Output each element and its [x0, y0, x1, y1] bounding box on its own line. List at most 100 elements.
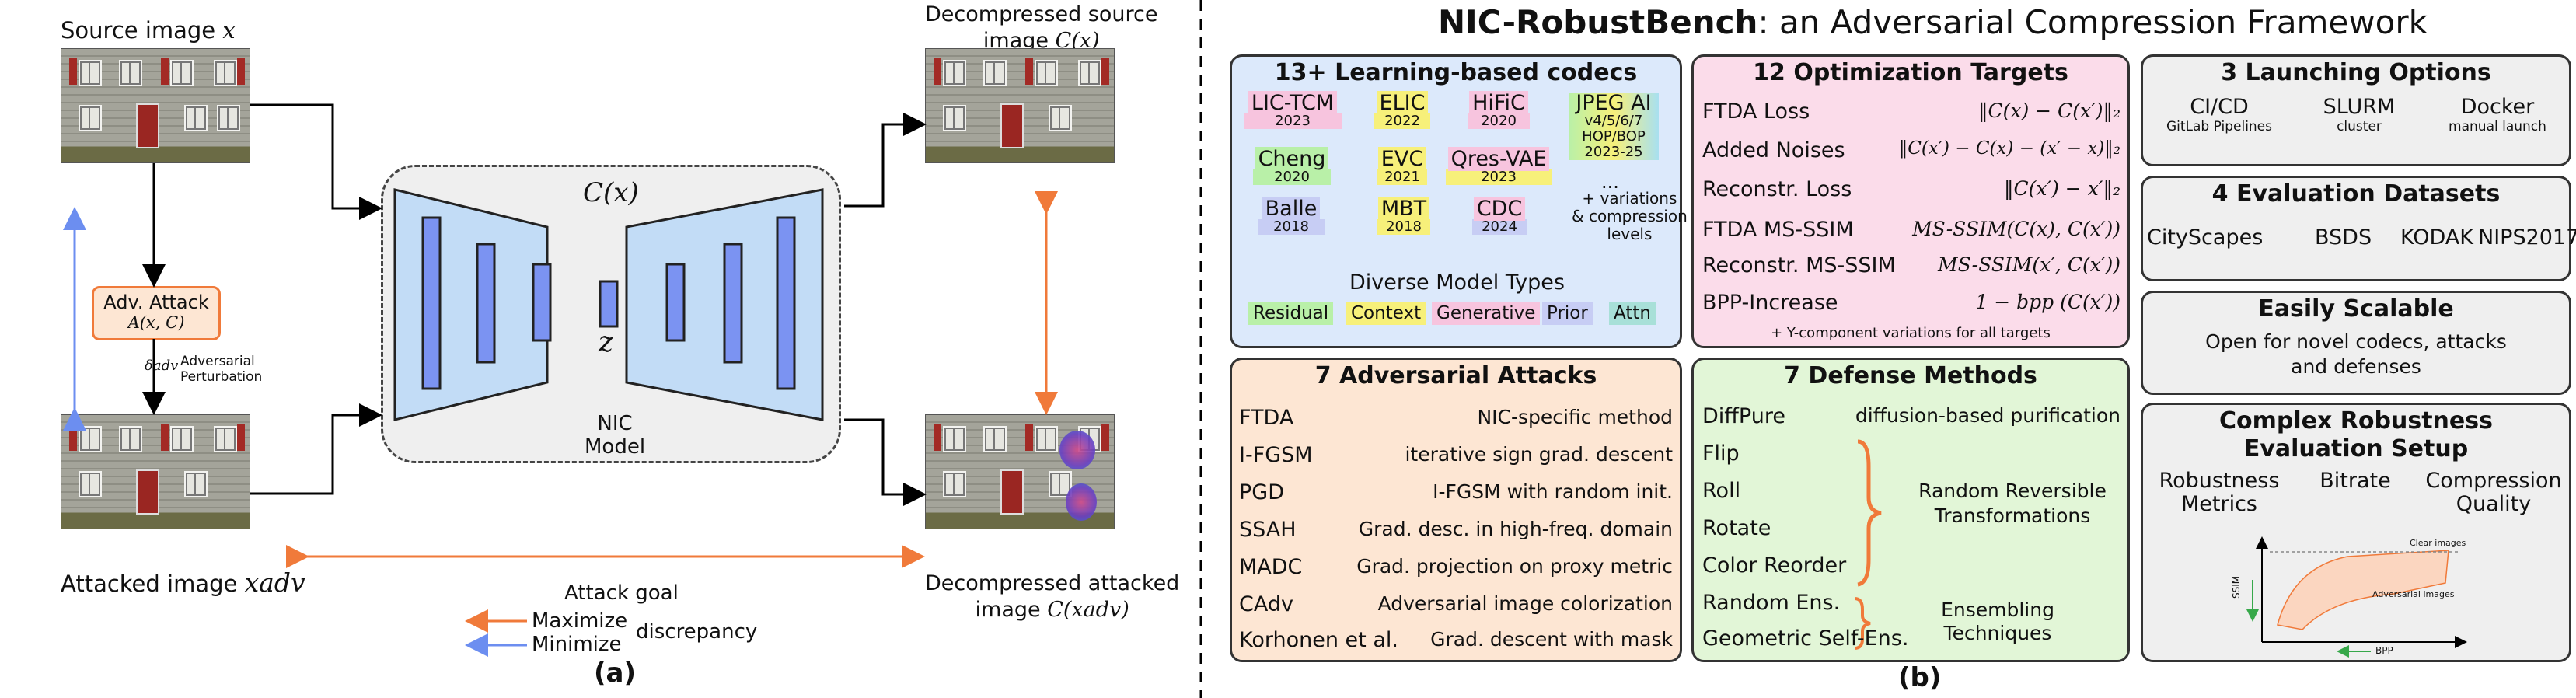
model-svg: [393, 188, 824, 421]
launch-slurm-sub: cluster: [2337, 119, 2382, 134]
adv-attack-title: Adv. Attack: [103, 291, 209, 313]
launch-docker-name: Docker: [2460, 95, 2535, 119]
maximize-label: Maximize: [532, 609, 628, 633]
codec-jpeg-ai-name: JPEG AI: [1576, 91, 1652, 115]
codec-lic-tcm: LIC-TCM 2023: [1244, 91, 1342, 129]
target-3-formula: ‖C(x′) − x′‖₂: [2003, 177, 2120, 200]
codec-qres-vae-year: 2023: [1446, 169, 1552, 185]
codec-balle-year: 2018: [1258, 219, 1325, 235]
model-label-line1: NIC: [597, 412, 633, 435]
attack-3-name: PGD: [1239, 480, 1284, 504]
attacked-math: xadv: [244, 567, 305, 598]
arrow-src-to-model: [250, 103, 382, 220]
mini-chart-xlabel: BPP: [2375, 645, 2393, 656]
codec-hific-name: HiFiC: [1469, 91, 1528, 115]
model-label-line2: Model: [585, 435, 646, 459]
dataset-cityscapes: CityScapes: [2147, 225, 2264, 250]
reversible-brace: [1857, 439, 1882, 587]
scalable-line2: and defenses: [2291, 355, 2421, 378]
complex-quality-line2: Quality: [2456, 492, 2532, 516]
scalable-text: Open for novel codecs, attacks and defen…: [2141, 330, 2571, 379]
target-5-formula: MS-SSIM(x′, C(x′)): [1938, 253, 2120, 276]
panel-b-label: (b): [1898, 662, 1942, 693]
source-label: Source image x: [61, 17, 236, 44]
defense-diffpure: DiffPure: [1702, 404, 1785, 428]
targets-box: [1691, 54, 2130, 348]
encoder-layer-3: [532, 263, 552, 342]
datasets-header: 4 Evaluation Datasets: [2211, 180, 2501, 208]
codec-lic-tcm-name: LIC-TCM: [1248, 91, 1338, 115]
attack-5-name: MADC: [1239, 555, 1303, 579]
scalable-line1: Open for novel codecs, attacks: [2205, 330, 2507, 353]
decomp-att-label: Decompressed attacked image C(xadv): [925, 571, 1179, 623]
encoder-layer-1: [421, 216, 442, 390]
artifact-blob-1: [1059, 431, 1095, 469]
codec-cdc-name: CDC: [1473, 197, 1526, 221]
target-5-name: Reconstr. MS-SSIM: [1702, 253, 1896, 277]
mini-chart-clear-label: Clear images: [2410, 538, 2466, 548]
attack-5-desc: Grad. projection on proxy metric: [1356, 555, 1673, 578]
codec-more-note: + variations & compression levels: [1572, 190, 1688, 243]
type-context: Context: [1346, 302, 1426, 325]
attacked-image: [61, 414, 250, 529]
codec-elic: ELIC 2022: [1374, 91, 1430, 129]
codec-balle-name: Balle: [1262, 197, 1321, 221]
codec-elic-name: ELIC: [1376, 91, 1429, 115]
model-types-header: Diverse Model Types: [1349, 270, 1565, 295]
attack-1-desc: NIC-specific method: [1477, 406, 1673, 428]
defense-geometric-self-ens: Geometric Self-Ens.: [1702, 626, 1909, 651]
attack-4-desc: Grad. desc. in high-freq. domain: [1358, 518, 1673, 540]
mini-chart-adv-label: Adversarial images: [2372, 589, 2455, 599]
minimize-label: Minimize: [532, 633, 622, 656]
launch-cicd-sub: GitLab Pipelines: [2166, 119, 2273, 134]
codec-evc-year: 2021: [1377, 169, 1427, 185]
scalable-header: Easily Scalable: [2258, 295, 2454, 323]
decomp-src-label: Decompressed source image C(x): [925, 2, 1157, 54]
codec-cheng-name: Cheng: [1255, 147, 1329, 171]
framework-title: NIC-RobustBench: an Adversarial Compress…: [1438, 3, 2428, 41]
adv-attack-box: Adv. Attack A(x, C): [92, 286, 221, 340]
model-cx: C(x): [583, 177, 639, 208]
defense-flip: Flip: [1702, 441, 1740, 466]
launch-header: 3 Launching Options: [2221, 59, 2491, 86]
ensembling-desc: Ensembling Techniques: [1920, 599, 2075, 645]
attack-goal-title: Attack goal: [564, 581, 679, 605]
type-attn: Attn: [1609, 302, 1656, 325]
reversible-desc: Random Reversible Transformations: [1908, 479, 2117, 529]
codec-mbt-name: MBT: [1377, 197, 1430, 221]
attack-3-desc: I-FGSM with random init.: [1433, 480, 1673, 503]
defense-diffpure-desc: diffusion-based purification: [1855, 404, 2120, 427]
decomp-att-math: C(xadv): [1047, 598, 1129, 622]
adv-attack-math: A(x, C): [127, 313, 185, 332]
decompressed-attacked-image: [925, 414, 1115, 529]
defense-roll: Roll: [1702, 479, 1741, 503]
source-image: [61, 48, 250, 163]
arrow-model-to-decomp-att: [844, 418, 927, 506]
artifact-blob-2: [1066, 483, 1097, 521]
codec-qres-vae-name: Qres-VAE: [1447, 147, 1550, 171]
codec-jpeg-ai: JPEG AI v4/5/6/7 HOP/BOP 2023-25: [1569, 91, 1659, 160]
type-generative: Generative: [1432, 302, 1541, 325]
ensembling-brace: [1854, 597, 1871, 650]
encoder-layer-2: [476, 243, 496, 364]
datasets-box: [2141, 176, 2571, 281]
reversible-desc-line2: Transformations: [1934, 504, 2091, 527]
ensembling-desc-line1: Ensembling: [1941, 599, 2054, 621]
complex-header-line2: Evaluation Setup: [2243, 435, 2469, 462]
ensembling-desc-line2: Techniques: [1943, 622, 2052, 644]
dataset-bsds: BSDS: [2315, 225, 2372, 250]
codec-cdc: CDC 2024: [1472, 197, 1527, 235]
launch-cicd-name: CI/CD: [2190, 95, 2249, 119]
attack-6-desc: Adversarial image colorization: [1377, 592, 1673, 615]
attacked-label: Attacked image xadv: [61, 567, 305, 598]
target-1-name: FTDA Loss: [1702, 99, 1810, 124]
codec-hific: HiFiC 2020: [1468, 91, 1530, 129]
codec-evc-name: EVC: [1377, 147, 1427, 171]
target-2-formula: ‖C(x′) − C(x) − (x′ − x)‖₂: [1898, 138, 2120, 159]
decoder-layer-2: [723, 243, 743, 364]
perturbation-label: Adversarial Perturbation: [180, 354, 262, 385]
decomp-att-line2: image: [975, 598, 1041, 622]
perturbation-line1: Adversarial: [180, 354, 255, 369]
attacks-box: [1230, 358, 1682, 662]
target-6-name: BPP-Increase: [1702, 291, 1838, 315]
